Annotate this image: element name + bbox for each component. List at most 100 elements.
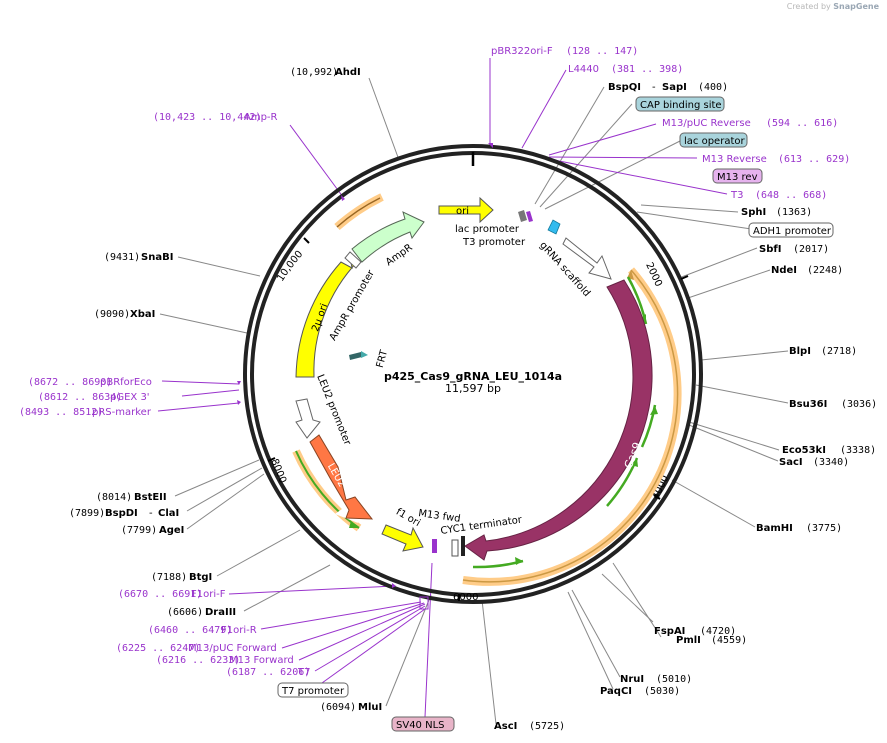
m13-forward-pos: (6216 .. 6233) — [156, 655, 240, 666]
t7-primer-name: T7 — [297, 667, 310, 678]
f1ori-f-pos: (6670 .. 6691) — [118, 589, 202, 600]
bspdi-dash: - — [149, 508, 153, 519]
eco53ki-pos: (3338) — [840, 445, 876, 456]
pbrforeco-mark — [237, 381, 241, 385]
btgi-pos: (7188) — [151, 572, 187, 583]
t3-pos: (648 .. 668) — [755, 190, 827, 201]
adh1-promoter-box — [748, 222, 834, 238]
primer-leader-lines — [157, 58, 728, 718]
bamhi-pos: (3775) — [806, 523, 842, 534]
green-arrow-4 — [472, 559, 524, 569]
xbai-name: XbaI — [130, 309, 155, 320]
m13puc-rev-pos: (594 .. 616) — [766, 118, 838, 129]
leu2-spacer — [304, 437, 358, 523]
t7-primer-cluster — [419, 596, 429, 610]
btgi-name: BtgI — [189, 572, 212, 583]
bsu36i-name: Bsu36I — [789, 399, 827, 410]
ori-label: ori — [456, 206, 469, 217]
leader-lines — [159, 77, 789, 725]
m13-fwd-mark — [432, 539, 437, 553]
ampr-orf-line — [336, 197, 381, 228]
f1ori-r-name: F1ori-R — [221, 625, 257, 636]
backbone-outer — [243, 144, 703, 604]
cap-binding-label: CAP binding site — [640, 100, 722, 111]
restriction-sites: (10,992) AhdI (9431) SnaBI (9090) XbaI (… — [69, 67, 877, 732]
bspdi-pos: (7899) — [69, 508, 105, 519]
leu2-promoter-arrow — [295, 398, 321, 439]
green-arrow-2 — [640, 404, 657, 448]
frt-arrow — [361, 351, 368, 358]
plasmid-length: 11,597 bp — [445, 382, 501, 395]
eco53ki-name: Eco53kI — [782, 445, 826, 456]
grna-mark — [547, 219, 561, 235]
prs-marker-mark — [237, 400, 241, 405]
m13-forward-name: M13 Forward — [229, 655, 294, 666]
mlui-pos: (6094) — [320, 702, 356, 713]
frt-mark — [349, 352, 362, 360]
orf-arrow-line — [462, 269, 679, 583]
position-ticks — [267, 237, 689, 601]
asci-name: AscI — [494, 721, 517, 732]
ampr-promoter-mark — [344, 251, 362, 269]
boxed-labels: CAP binding site lac operator M13 rev AD… — [277, 96, 834, 732]
paqci-name: PaqCI — [600, 686, 632, 697]
leu2-orf-head — [349, 521, 359, 528]
pbrforeco-pos: (8672 .. 8690) — [28, 377, 112, 388]
ndei-pos: (2248) — [807, 265, 843, 276]
bspqi-pos: (400) — [698, 82, 728, 93]
pmli-pos: (4559) — [711, 635, 747, 646]
green-arrow-3-head — [631, 458, 638, 467]
bspqi-name: BspQI — [608, 82, 641, 93]
frt-label: FRT — [375, 348, 391, 369]
agei-name: AgeI — [159, 525, 184, 536]
f1ori-f-name: F1ori-F — [191, 589, 226, 600]
ampr-label: AmpR — [384, 242, 415, 268]
lac-promoter-label: lac promoter — [455, 224, 520, 235]
ampr-arrow — [351, 211, 425, 263]
prs-marker-name: pRS-marker — [92, 407, 152, 418]
t3-name: T3 — [730, 190, 743, 201]
blpi-pos: (2718) — [821, 346, 857, 357]
ori-arrow — [438, 196, 494, 224]
pgex3-pos: (8612 .. 8634) — [38, 392, 122, 403]
m13-fwd-label: M13 fwd — [418, 508, 462, 525]
ampr-orf-highlight — [334, 193, 384, 231]
snapgene-watermark: Created by SnapGene — [786, 2, 879, 11]
cas9-arrow — [464, 279, 653, 561]
pbr322-mark — [488, 143, 493, 148]
sv40-nls-label: SV40 NLS — [396, 720, 445, 731]
blpi-name: BlpI — [789, 346, 811, 357]
saci-name: SacI — [779, 457, 803, 468]
sphi-name: SphI — [741, 207, 766, 218]
orf-track — [292, 193, 682, 586]
pbr322-pos: (128 .. 147) — [566, 46, 638, 57]
primer-labels: pBR322ori-F (128 .. 147) L4440 (381 .. 3… — [19, 46, 850, 678]
t3-promoter-label: T3 promoter — [462, 237, 526, 248]
grna-scaffold-label: gRNA scaffold — [537, 240, 592, 299]
xbai-pos: (9090) — [94, 309, 130, 320]
f1-ori-label: f1 ori — [394, 507, 422, 530]
pgex3-name: pGEX 3' — [110, 392, 150, 403]
pmli-name: PmlI — [676, 635, 701, 646]
paqci-pos: (5030) — [644, 686, 680, 697]
bspqi-dash: - — [652, 82, 656, 93]
f1ori-f-mark — [392, 583, 396, 588]
t7-promoter-box — [277, 682, 349, 698]
snabi-pos: (9431) — [104, 252, 140, 263]
green-arrow-2-head — [650, 406, 658, 415]
fspai-name: FspAI — [654, 626, 685, 637]
draiii-pos: (6606) — [167, 607, 203, 618]
ndei-name: NdeI — [771, 265, 797, 276]
m13-fwd-box — [451, 539, 459, 557]
l4440-name: L4440 — [568, 64, 599, 75]
agei-pos: (7799) — [121, 525, 157, 536]
primer-cluster-mark — [526, 211, 533, 222]
ampr-primer-mark — [341, 195, 345, 201]
nrui-pos: (5010) — [656, 674, 692, 685]
m13puc-rev-name: M13/pUC Reverse — [662, 118, 751, 129]
bamhi-name: BamHI — [756, 523, 793, 534]
sphi-pos: (1363) — [776, 207, 812, 218]
l4440-pos: (381 .. 398) — [611, 64, 683, 75]
bstei-name: BstEII — [134, 492, 167, 503]
